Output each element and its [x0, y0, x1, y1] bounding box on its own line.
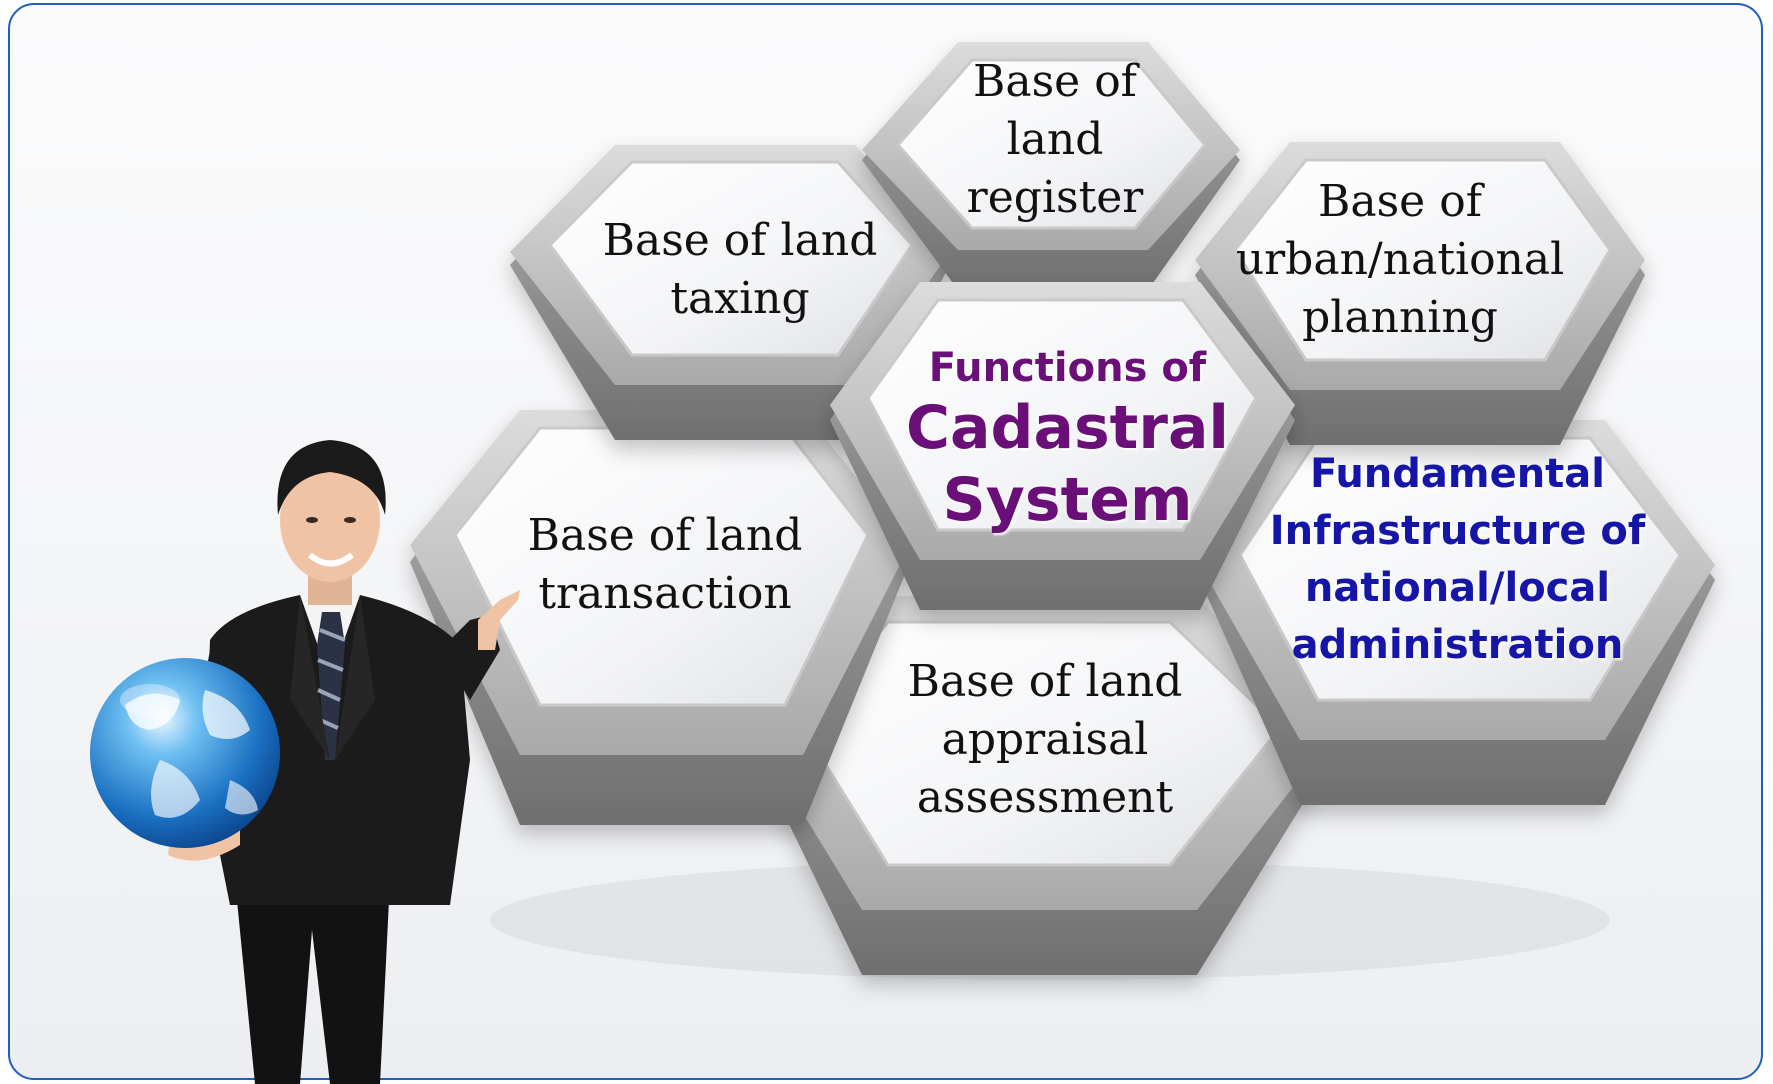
- hex-label-administration: Fundamental Infrastructure of national/l…: [1269, 451, 1646, 668]
- hexagon-taxing: [510, 145, 950, 440]
- globe-icon: [90, 658, 280, 848]
- center-title: Functions of Cadastral System: [895, 320, 1240, 560]
- hexagon-administration: [1200, 420, 1715, 805]
- hexagon-transaction: [410, 410, 910, 825]
- hex-label-appraisal: Base of land appraisal assessment: [907, 655, 1183, 824]
- hexagon-register: [862, 42, 1240, 290]
- hex-label-planning: Base of urban/national planning: [1235, 175, 1565, 344]
- center-title-line1: Functions of: [928, 345, 1207, 391]
- businessman-illustration: [168, 440, 520, 1084]
- hex-label-taxing: Base of land taxing: [602, 214, 878, 324]
- hex-label-transaction: Base of land transaction: [527, 509, 803, 619]
- center-title-line2: Cadastral: [906, 393, 1229, 463]
- hexagon-center: [830, 282, 1295, 610]
- hex-label-register: Base of land register: [966, 55, 1144, 224]
- hexagon-appraisal: [758, 596, 1330, 975]
- center-title-line3: System: [942, 465, 1193, 535]
- hexagon-planning: [1195, 142, 1645, 445]
